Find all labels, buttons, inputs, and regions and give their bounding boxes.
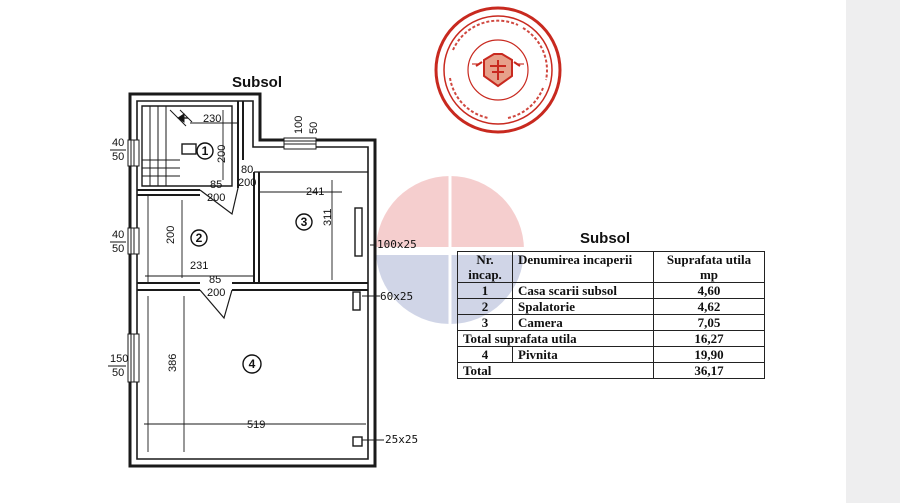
interior-walls [137, 101, 368, 320]
dim-200-room1: 200 [216, 145, 228, 163]
dim-311: 311 [322, 208, 334, 226]
window2-height: 50 [112, 243, 124, 255]
table-row-total-useful: Total suprafata utila 16,27 [457, 330, 765, 347]
table-header-row: Nr. incap. Denumirea incaperii Suprafata… [457, 251, 765, 283]
room-number-1: 1 [202, 144, 209, 158]
room-number-3: 3 [301, 215, 308, 229]
dim-100: 100 [293, 116, 305, 134]
dim-50-top: 50 [308, 122, 320, 134]
right-margin-strip [846, 0, 900, 503]
row4-nr: 4 [457, 346, 513, 363]
top-window [283, 137, 317, 150]
dim-80: 80 [241, 164, 253, 176]
vent-60x25-label: 60x25 [380, 290, 413, 303]
total-label: Total [457, 362, 654, 379]
table-row-total: Total 36,17 [457, 362, 765, 379]
table-row: 3 Camera 7,05 [457, 314, 765, 331]
window3-height: 50 [112, 367, 124, 379]
left-window-labels: 40 50 40 50 150 50 [108, 137, 128, 379]
row2-name: Spalatorie [512, 298, 654, 315]
total-area: 36,17 [653, 362, 765, 379]
window1-height: 50 [112, 151, 124, 163]
right-vents [352, 207, 384, 447]
row4-area: 19,90 [653, 346, 765, 363]
dim-386: 386 [167, 354, 179, 372]
stamp-emblem [475, 53, 521, 88]
window1-width: 40 [112, 137, 124, 149]
row3-area: 7,05 [653, 314, 765, 331]
dim-200-top: 200 [207, 192, 225, 204]
dim-85-top: 85 [210, 179, 222, 191]
dim-231: 231 [190, 260, 208, 272]
room-number-2: 2 [196, 231, 203, 245]
table-row: 2 Spalatorie 4,62 [457, 298, 765, 315]
room-number-4: 4 [249, 357, 256, 371]
table-title: Subsol [580, 230, 631, 247]
vent-100x25-label: 100x25 [377, 238, 417, 251]
official-stamp [434, 6, 562, 134]
total-useful-label: Total suprafata utila [457, 330, 654, 347]
window3-width: 150 [110, 353, 128, 365]
row1-nr: 1 [457, 282, 513, 299]
vent-25x25-label: 25x25 [385, 433, 418, 446]
table-row: 4 Pivnita 19,90 [457, 346, 765, 363]
row2-nr: 2 [457, 298, 513, 315]
row1-area: 4,60 [653, 282, 765, 299]
dim-519: 519 [247, 419, 265, 431]
dim-241: 241 [306, 186, 324, 198]
window2-width: 40 [112, 229, 124, 241]
row3-nr: 3 [457, 314, 513, 331]
header-nr-line2: incap. [468, 267, 502, 282]
row3-name: Camera [512, 314, 654, 331]
header-name: Denumirea incaperii [512, 251, 654, 283]
dimension-lines [144, 110, 366, 452]
dim-200-bottom: 200 [207, 287, 225, 299]
header-nr: Nr. incap. [457, 251, 513, 283]
header-area-line2: mp [699, 267, 719, 282]
row2-area: 4,62 [653, 298, 765, 315]
room-number-markers [190, 142, 313, 374]
dim-200-room2: 200 [165, 226, 177, 244]
header-area: Suprafata utila mp [653, 251, 765, 283]
staircase [141, 105, 233, 187]
dim-230: 230 [203, 113, 221, 125]
area-table: Nr. incap. Denumirea incaperii Suprafata… [457, 251, 765, 379]
outer-walls [128, 92, 377, 468]
header-area-line1: Suprafata utila [666, 252, 752, 267]
row1-name: Casa scarii subsol [512, 282, 654, 299]
total-useful-area: 16,27 [653, 330, 765, 347]
header-nr-line1: Nr. [476, 252, 494, 267]
left-windows [127, 139, 140, 383]
plan-title: Subsol [232, 74, 282, 91]
table-row: 1 Casa scarii subsol 4,60 [457, 282, 765, 299]
row4-name: Pivnita [512, 346, 654, 363]
dim-85-bottom: 85 [209, 274, 221, 286]
dim-200-door-a: 200 [238, 177, 256, 189]
